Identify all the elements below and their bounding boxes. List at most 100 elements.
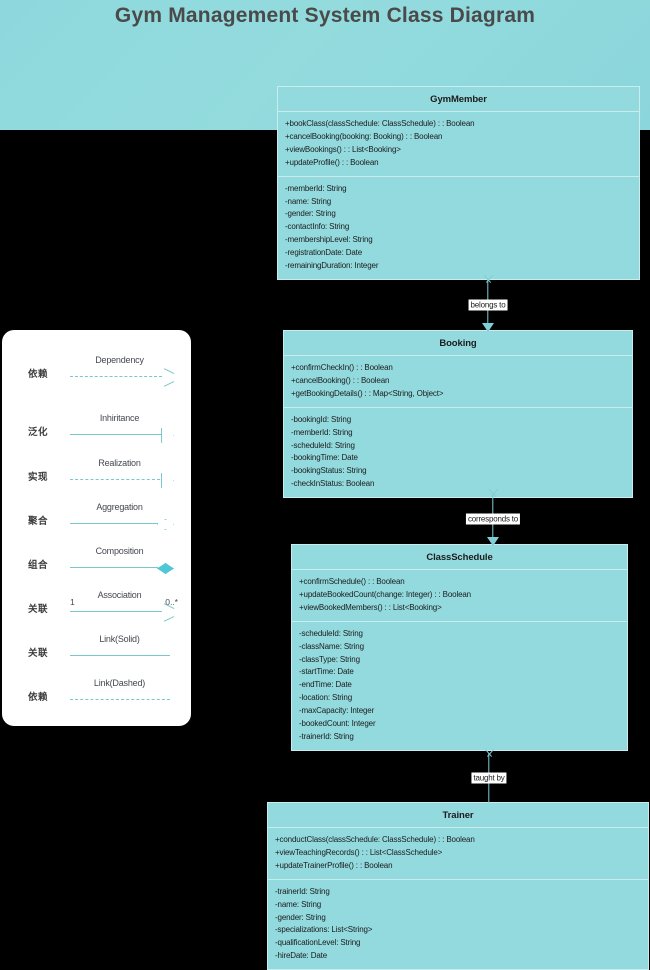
operation-row: +updateTrainerProfile() : : Boolean: [275, 860, 393, 870]
operation-row: +confirmSchedule() : : Boolean: [299, 577, 405, 586]
legend-label-cn: 组合: [28, 560, 49, 571]
operation-row: +confirmCheckIn() : : Boolean: [291, 363, 393, 372]
class-operations: +bookClass(classSchedule: ClassSchedule)…: [278, 112, 639, 177]
association-arrow-icon: 1 0..*: [70, 597, 178, 626]
legend-label-cn: 依赖: [28, 692, 49, 703]
class-box-trainer[interactable]: Trainer +conductClass(classSchedule: Cla…: [267, 802, 649, 970]
class-name: Booking: [284, 331, 632, 356]
multiplicity-left: 1: [70, 597, 75, 607]
attribute-row: -endTime: Date: [299, 680, 352, 690]
attribute-row: -className: String: [299, 641, 364, 651]
attribute-row: -scheduleId: String: [291, 440, 355, 450]
legend-label-cn: 依赖: [28, 369, 49, 380]
legend-label-en: Dependency: [95, 355, 144, 365]
legend-item-aggregation: 聚合 Aggregation: [2, 498, 191, 542]
class-name: GymMember: [278, 87, 639, 112]
aggregation-diamond-icon: [70, 519, 174, 538]
attribute-row: -trainerId: String: [299, 731, 354, 741]
attribute-row: -specializations: List<String>: [275, 925, 373, 935]
attribute-row: -bookingId: String: [291, 414, 352, 424]
attribute-row: -bookingTime: Date: [291, 453, 358, 463]
legend-label-en: Aggregation: [96, 502, 143, 512]
page-title: Gym Management System Class Diagram: [114, 4, 536, 27]
inheritance-arrow-icon: [70, 428, 174, 449]
operation-row: +updateBookedCount(change: Integer) : : …: [299, 589, 471, 599]
class-name: ClassSchedule: [292, 545, 627, 570]
attribute-row: -gender: String: [285, 209, 336, 219]
class-box-classschedule[interactable]: ClassSchedule +confirmSchedule() : : Boo…: [291, 544, 628, 751]
class-operations: +confirmSchedule() : : Boolean +updateBo…: [292, 570, 627, 622]
composition-diamond-icon: [70, 563, 174, 582]
attribute-row: -hireDate: Date: [275, 951, 327, 961]
link-solid-icon: [70, 652, 174, 670]
connector-booking-classschedule: corresponds to: [458, 488, 528, 546]
arrowhead-down-icon: [482, 323, 494, 332]
attribute-row: -classType: String: [299, 654, 360, 664]
operation-row: +getBookingDetails() : : Map<String, Obj…: [291, 388, 444, 398]
class-attributes: -scheduleId: String -className: String -…: [292, 622, 627, 750]
connector-label: taught by: [471, 772, 507, 784]
legend-item-realization: 实现 Realization: [2, 454, 191, 498]
legend-label-en: Composition: [95, 546, 144, 556]
attribute-row: -location: String: [299, 693, 353, 703]
operation-row: +cancelBooking(booking: Booking) : : Boo…: [285, 131, 443, 141]
operation-row: +cancelBooking() : : Boolean: [291, 375, 390, 385]
attribute-row: -membershipLevel: String: [285, 235, 373, 245]
legend-item-inheritance: 泛化 Inhiritance: [2, 409, 191, 453]
legend-item-link-solid: 关联 Link(Solid): [2, 630, 191, 674]
operation-row: +viewBookedMembers() : : List<Booking>: [299, 602, 442, 612]
legend-label-en: Link(Dashed): [93, 678, 146, 688]
legend-label-en: Realization: [98, 458, 141, 468]
arrowhead-up-icon: [482, 748, 497, 763]
legend-item-link-dashed: 依赖 Link(Dashed): [2, 674, 191, 718]
legend-label-cn: 关联: [28, 648, 49, 659]
attribute-row: -maxCapacity: Integer: [299, 706, 375, 716]
realization-arrow-icon: [70, 473, 174, 494]
operation-row: +viewTeachingRecords() : : List<ClassSch…: [275, 847, 443, 857]
multiplicity-right: 0..*: [165, 597, 178, 607]
legend-label-cn: 泛化: [28, 427, 49, 438]
attribute-row: -qualificationLevel: String: [275, 938, 361, 948]
class-attributes: -bookingId: String -memberId: String -sc…: [284, 408, 632, 497]
legend-label-cn: 实现: [28, 472, 49, 483]
legend-label-en: Link(Solid): [99, 634, 140, 644]
class-operations: +conductClass(classSchedule: ClassSchedu…: [268, 828, 648, 880]
class-attributes: -memberId: String -name: String -gender:…: [278, 177, 639, 279]
arrowhead-up-icon: [481, 274, 496, 289]
attribute-row: -trainerId: String: [275, 886, 330, 896]
legend-label-cn: 关联: [28, 604, 49, 615]
class-box-booking[interactable]: Booking +confirmCheckIn() : : Boolean +c…: [283, 330, 633, 499]
attribute-row: -registrationDate: Date: [285, 248, 363, 258]
legend-item-dependency: 依赖 Dependency: [2, 351, 191, 395]
class-attributes: -trainerId: String -name: String -gender…: [268, 880, 648, 969]
connector-label: corresponds to: [465, 513, 521, 525]
class-operations: +confirmCheckIn() : : Boolean +cancelBoo…: [284, 356, 632, 408]
operation-row: +viewBookings() : : List<Booking>: [285, 144, 401, 154]
attribute-row: -bookingStatus: String: [291, 466, 367, 476]
arrowhead-down-icon: [487, 537, 499, 546]
legend-label-cn: 聚合: [28, 516, 49, 527]
link-dashed-icon: [70, 696, 174, 714]
attribute-row: -memberId: String: [285, 183, 347, 193]
attribute-row: -contactInfo: String: [285, 222, 350, 232]
legend-panel: 依赖 Dependency 泛化 Inhiritance 实现 Realizat…: [2, 330, 191, 726]
connector-classschedule-trainer: taught by: [459, 748, 519, 803]
legend-item-association: 关联 Association 1 0..*: [2, 586, 191, 630]
class-box-gymmember[interactable]: GymMember +bookClass(classSchedule: Clas…: [277, 86, 640, 280]
attribute-row: -memberId: String: [291, 427, 353, 437]
legend-label-en: Inhiritance: [99, 413, 140, 423]
legend-item-composition: 组合 Composition: [2, 542, 191, 586]
attribute-row: -gender: String: [275, 912, 326, 922]
operation-row: +bookClass(classSchedule: ClassSchedule)…: [285, 119, 475, 128]
attribute-row: -name: String: [285, 196, 332, 206]
attribute-row: -checkInStatus: Boolean: [291, 479, 375, 489]
attribute-row: -startTime: Date: [299, 667, 354, 677]
attribute-row: -name: String: [275, 899, 322, 909]
arrowhead-up-icon: [486, 488, 501, 503]
attribute-row: -remainingDuration: Integer: [285, 261, 379, 271]
attribute-row: -bookedCount: Integer: [299, 719, 376, 729]
operation-row: +conductClass(classSchedule: ClassSchedu…: [275, 835, 475, 844]
legend-label-en: Association: [97, 590, 142, 600]
dependency-arrow-icon: [70, 367, 175, 391]
operation-row: +updateProfile() : : Boolean: [285, 157, 379, 167]
